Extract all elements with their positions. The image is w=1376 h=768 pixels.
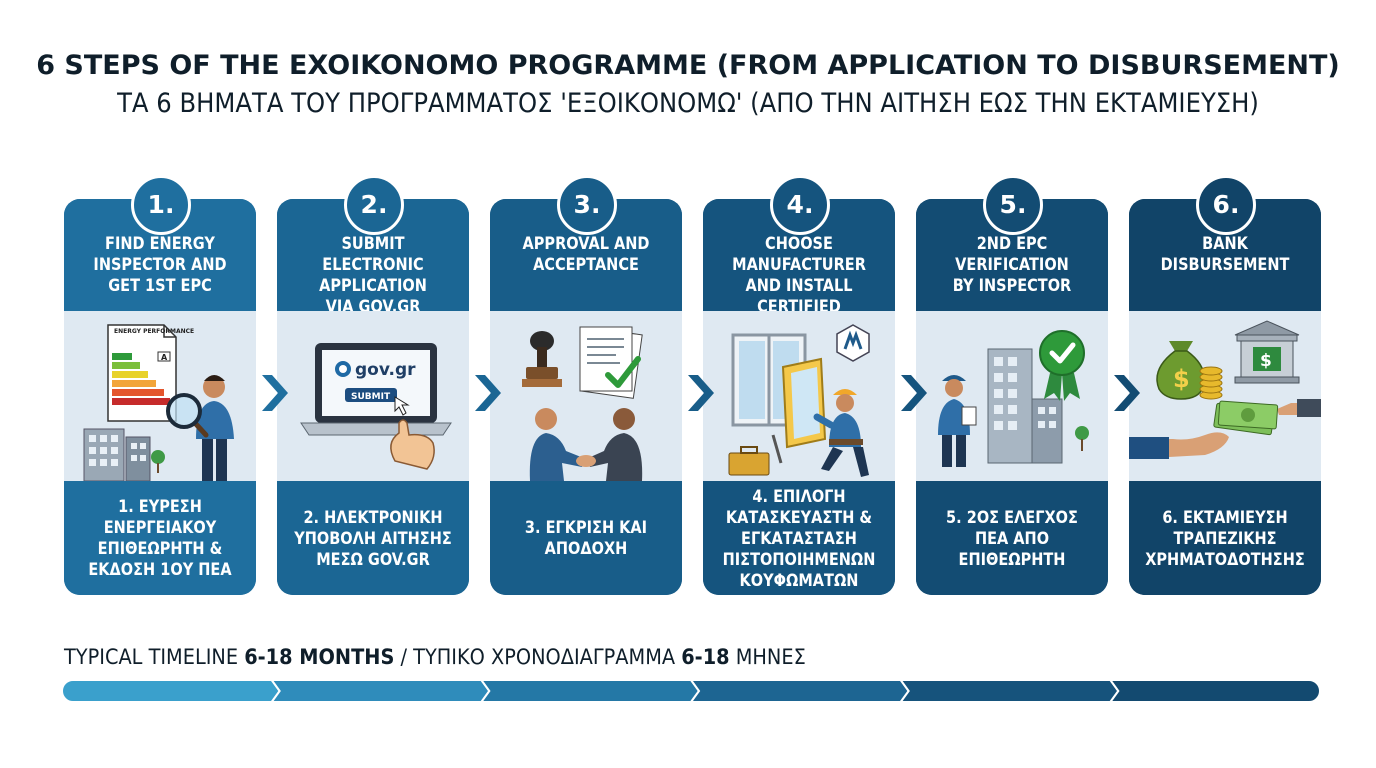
step-card-4: CHOOSE MANUFACTURER AND INSTALL CERTIFIE…: [703, 199, 895, 595]
step-number-badge: 5.: [983, 175, 1043, 235]
chevron-right-icon: [262, 375, 288, 411]
bank-money-icon: $ $: [1129, 311, 1321, 481]
step-card-6: BANK DISBURSEMENT $ $ 6. ΕΚΤΑΜΙΕΥΣΗ Τ: [1129, 199, 1321, 595]
timeline-segment: [1108, 679, 1321, 703]
step-number-badge: 6.: [1196, 175, 1256, 235]
timeline-segment: [898, 679, 1120, 703]
step-title-gr: 5. 2ΟΣ ΕΛΕΓΧΟΣ ΠΕΑ ΑΠΟ ΕΠΙΘΕΩΡΗΤΗ: [946, 507, 1078, 569]
window-installer-icon: [703, 311, 895, 481]
approval-handshake-icon: [490, 311, 682, 481]
timeline-gr-suffix: ΜΗΝΕΣ: [729, 645, 806, 669]
step-card-2: SUBMIT ELECTRONIC APPLICATION VIA GOV.GR…: [277, 199, 469, 595]
timeline-en-prefix: TYPICAL TIMELINE: [64, 645, 245, 669]
timeline-segment: [689, 679, 910, 703]
title-greek: ΤΑ 6 ΒΗΜΑΤΑ ΤΟΥ ΠΡΟΓΡΑΜΜΑΤΟΣ 'ΕΞΟΙΚΟΝΟΜΩ…: [117, 88, 1259, 119]
gov-gr-logo-text: gov.gr: [355, 360, 416, 380]
timeline-gr-prefix: ΤΥΠΙΚΟ ΧΡΟΝΟΔΙΑΓΡΑΜΜΑ: [413, 645, 682, 669]
submit-button-graphic: SUBMIT: [351, 392, 391, 402]
timeline-segment: [479, 679, 701, 703]
step-footer: 6. ΕΚΤΑΜΙΕΥΣΗ ΤΡΑΠΕΖΙΚΗΣ ΧΡΗΜΑΤΟΔΟΤΗΣΗΣ: [1129, 481, 1321, 595]
svg-text:$: $: [1260, 351, 1272, 371]
timeline-gr-value: 6-18: [681, 645, 730, 669]
svg-text:$: $: [1173, 365, 1190, 393]
step-title-gr: 6. ΕΚΤΑΜΙΕΥΣΗ ΤΡΑΠΕΖΙΚΗΣ ΧΡΗΜΑΤΟΔΟΤΗΣΗΣ: [1145, 507, 1305, 569]
timeline-segment: [62, 679, 281, 703]
step-title-en: APPROVAL AND ACCEPTANCE: [522, 234, 650, 274]
timeline-separator: /: [394, 645, 414, 669]
step-title-gr: 2. ΗΛΕΚΤΡΟΝΙΚΗ ΥΠΟΒΟΛΗ ΑΙΤΗΣΗΣ ΜΕΣΩ GOV.…: [294, 507, 452, 569]
epc-label-title: ENERGY PERFORMANCE: [114, 328, 194, 335]
energy-certificate-inspector-icon: ENERGY PERFORMANCE A: [64, 311, 256, 482]
step-title-en: BANK DISBURSEMENT: [1160, 234, 1290, 274]
inspector-building-icon: [916, 311, 1108, 481]
laptop-gov-gr-icon: gov.gr SUBMIT: [277, 311, 469, 481]
step-header: 2ND EPC VERIFICATION BY INSPECTOR: [916, 199, 1108, 311]
step-title-en: 2ND EPC VERIFICATION BY INSPECTOR: [952, 234, 1072, 295]
chevron-right-icon: [475, 375, 501, 411]
timeline-label: TYPICAL TIMELINE 6-18 MONTHS / ΤΥΠΙΚΟ ΧΡ…: [64, 645, 806, 669]
step-number-badge: 4.: [770, 175, 830, 235]
step-footer: 5. 2ΟΣ ΕΛΕΓΧΟΣ ΠΕΑ ΑΠΟ ΕΠΙΘΕΩΡΗΤΗ: [916, 481, 1108, 595]
chevron-right-icon: [1114, 375, 1140, 411]
step-title-gr: 3. ΕΓΚΡΙΣΗ ΚΑΙ ΑΠΟΔΟΧΗ: [524, 518, 648, 558]
step-number-badge: 2.: [344, 175, 404, 235]
step-title-en: FIND ENERGY INSPECTOR AND GET 1ST EPC: [93, 234, 227, 295]
step-footer: 3. ΕΓΚΡΙΣΗ ΚΑΙ ΑΠΟΔΟΧΗ: [490, 481, 682, 595]
step-title-en: SUBMIT ELECTRONIC APPLICATION VIA GOV.GR: [319, 234, 427, 316]
step-number-badge: 3.: [557, 175, 617, 235]
step-footer: 2. ΗΛΕΚΤΡΟΝΙΚΗ ΥΠΟΒΟΛΗ ΑΙΤΗΣΗΣ ΜΕΣΩ GOV.…: [277, 481, 469, 595]
step-footer: 4. ΕΠΙΛΟΓΗ ΚΑΤΑΣΚΕΥΑΣΤΗ & ΕΓΚΑΤΑΣΤΑΣΗ ΠΙ…: [703, 481, 895, 595]
chevron-right-icon: [688, 375, 714, 411]
chevron-right-icon: [901, 375, 927, 411]
step-header: APPROVAL AND ACCEPTANCE: [490, 199, 682, 311]
step-card-3: APPROVAL AND ACCEPTANCE 3. ΕΓΚΡΙΣΗ ΚΑΙ Α…: [490, 199, 682, 595]
title-english: 6 STEPS OF THE EXOIKONOMO PROGRAMME (FRO…: [36, 50, 1340, 81]
step-number-badge: 1.: [131, 175, 191, 235]
step-title-gr: 1. ΕΥΡΕΣΗ ΕΝΕΡΓΕΙΑΚΟΥ ΕΠΙΘΕΩΡΗΤΗ & ΕΚΔΟΣ…: [88, 497, 232, 579]
timeline-en-value: 6-18 MONTHS: [244, 645, 395, 669]
step-card-1: FIND ENERGY INSPECTOR AND GET 1ST EPC EN…: [64, 199, 256, 595]
timeline-progress-bar: [62, 679, 1321, 703]
epc-rating-letter: A: [161, 353, 168, 362]
step-title-gr: 4. ΕΠΙΛΟΓΗ ΚΑΤΑΣΚΕΥΑΣΤΗ & ΕΓΚΑΤΑΣΤΑΣΗ ΠΙ…: [722, 486, 876, 590]
timeline-segment: [269, 679, 491, 703]
step-card-5: 2ND EPC VERIFICATION BY INSPECTOR 5. 2ΟΣ…: [916, 199, 1108, 595]
step-footer: 1. ΕΥΡΕΣΗ ΕΝΕΡΓΕΙΑΚΟΥ ΕΠΙΘΕΩΡΗΤΗ & ΕΚΔΟΣ…: [64, 481, 256, 595]
